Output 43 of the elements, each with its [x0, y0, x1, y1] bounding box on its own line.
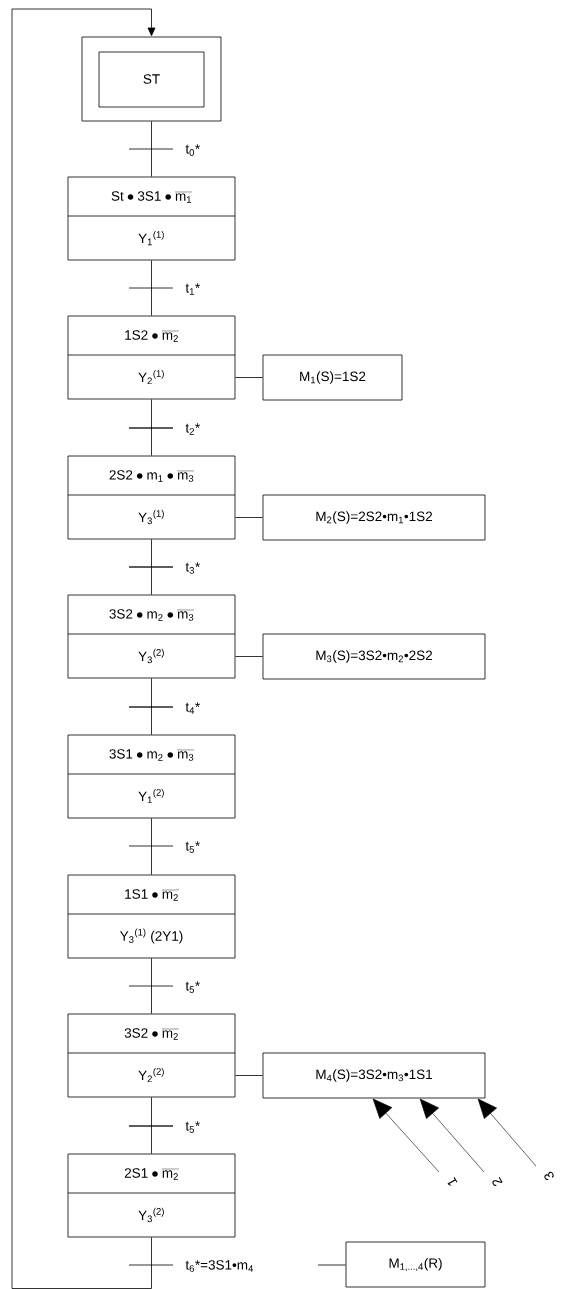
transition-label: t$_{0}$*	[185, 144, 200, 156]
initial-step-box: ST	[81, 36, 222, 122]
step-box: $\mathrm{St\bullet 3S1\bullet \overline{m_{1}}}$ Y$_{1}$(1)	[67, 176, 236, 261]
transition-label: t$_{2}$*	[185, 423, 200, 435]
step-box: $\mathrm{2S1\bullet \overline{m_{2}}}$ Y$_{3}$(2)	[67, 1153, 236, 1238]
transition-label: t$_{5}$*	[185, 841, 200, 853]
connector-line	[151, 260, 152, 316]
pointer-number: 1	[447, 1177, 458, 1186]
connector-line	[151, 1097, 152, 1154]
step-box: $\mathrm{3S1\bullet m_{2}\bullet \overline{m_{3}}}$ Y$_{1}$(2)	[67, 734, 236, 819]
transition-label: t$_{6}$*=3S1•m$_{4}$	[185, 1260, 253, 1272]
step-box: $\mathrm{3S2\bullet \overline{m_{2}}}$ Y$_{2}$(2)	[67, 1013, 236, 1098]
pointer-number: 2	[492, 1176, 503, 1186]
connector-line	[235, 377, 263, 378]
pointer-arrow	[419, 1098, 485, 1173]
action-box: M$_{4}$(S)=3S2•m$_{3}$•1S1	[262, 1052, 486, 1099]
connector-line	[151, 818, 152, 875]
connector-line	[235, 1075, 263, 1076]
connector-line	[151, 678, 152, 735]
connector-line	[317, 1264, 346, 1266]
pointer-number: 3	[544, 1171, 554, 1181]
connector-line	[151, 539, 152, 595]
step-box: $\mathrm{2S2\bullet m_{1}\bullet \overline{m_{3}}}$ Y$_{3}$(1)	[67, 455, 236, 540]
pointer-arrow	[372, 1098, 440, 1173]
action-box: M$_{1,...,4}$(R)	[345, 1241, 486, 1288]
connector-line	[151, 399, 152, 456]
transition-label: t$_{4}$*	[185, 702, 200, 714]
transition-label: t$_{1}$*	[185, 283, 200, 295]
step-box: $\mathrm{1S1\bullet \overline{m_{2}}}$ Y$_{3}$$^{(1)}$ (2Y1)	[67, 874, 236, 959]
connector-line	[235, 656, 263, 657]
action-box: M$_{3}$(S)=3S2•m$_{2}$•2S2	[262, 633, 486, 680]
action-box: M$_{2}$(S)=2S2•m$_{1}$•1S2	[262, 494, 486, 541]
pointer-arrow	[477, 1098, 537, 1167]
connector-line	[151, 958, 152, 1014]
action-box: M$_{1}$(S)=1S2	[262, 354, 403, 401]
step-box: $\mathrm{3S2\bullet m_{2}\bullet \overline{m_{3}}}$ Y$_{3}$(2)	[67, 594, 236, 679]
connector-line	[235, 517, 263, 518]
loop-arrow	[11, 8, 156, 1289]
connector-line	[151, 121, 152, 177]
transition-label: t$_{3}$*	[185, 562, 200, 574]
step-box: $\mathrm{1S2\bullet \overline{m_{2}}}$ Y$_{2}$(1)	[67, 315, 236, 400]
transition-label: t$_{5}$*	[185, 1121, 200, 1133]
transition-label: t$_{5}$*	[185, 981, 200, 993]
